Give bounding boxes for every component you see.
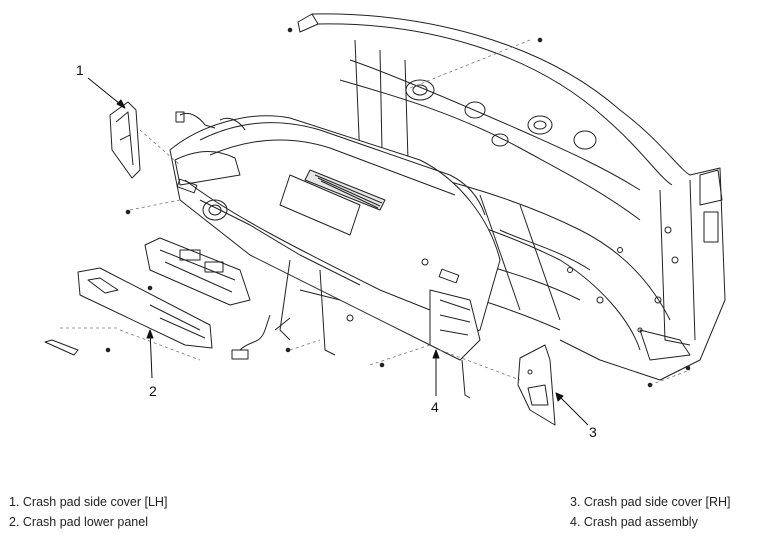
legend-left: 1. Crash pad side cover [LH] 2. Crash pa… bbox=[9, 492, 167, 532]
crash-pad-side-cover-lh bbox=[109, 101, 141, 179]
leader-arrows bbox=[87, 77, 589, 426]
crash-pad-lower-panel bbox=[77, 267, 213, 349]
callout-3: 3 bbox=[589, 424, 597, 440]
callout-1: 1 bbox=[76, 62, 84, 78]
alignment-lines bbox=[60, 39, 691, 386]
fastener-screws bbox=[105, 27, 691, 388]
legend-item-2: 2. Crash pad lower panel bbox=[9, 515, 148, 529]
legend-item-1: 1. Crash pad side cover [LH] bbox=[9, 495, 168, 509]
callout-2: 2 bbox=[149, 383, 157, 399]
crash-pad-side-cover-rh bbox=[517, 344, 556, 426]
crash-pad-assembly bbox=[169, 111, 501, 399]
legend-right: 3. Crash pad side cover [RH] 4. Crash pa… bbox=[570, 492, 731, 532]
legend-item-3: 3. Crash pad side cover [RH] bbox=[570, 495, 731, 509]
exploded-dashboard-diagram bbox=[44, 13, 726, 426]
legend-item-4: 4. Crash pad assembly bbox=[570, 515, 698, 529]
lower-trim-strip bbox=[44, 339, 79, 356]
callout-4: 4 bbox=[431, 399, 439, 415]
lower-bracket-assembly bbox=[144, 237, 251, 306]
